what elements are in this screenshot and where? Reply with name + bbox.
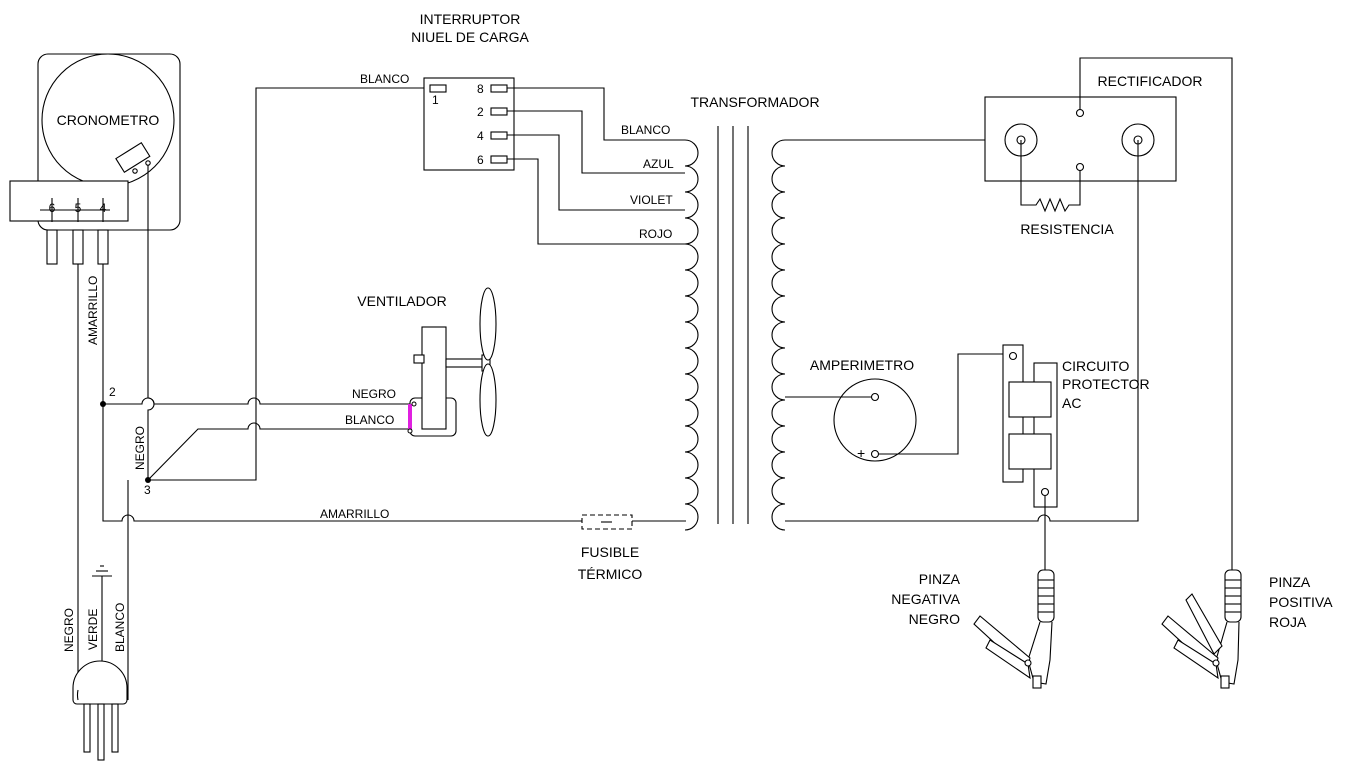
resistor-label: RESISTENCIA — [1020, 221, 1114, 237]
timer-pin-4 — [97, 229, 109, 265]
fan: VENTILADOR — [357, 287, 497, 437]
transformer: TRANSFORMADOR — [684, 94, 1020, 531]
positive-clamp: PINZA POSITIVA ROJA — [1161, 569, 1333, 689]
switch-title-line2: NIUEL DE CARGA — [411, 29, 529, 45]
timer-terminal-4: 4 — [100, 201, 107, 215]
switch-terminal-4: 4 — [477, 129, 484, 143]
rectifier: RECTIFICADOR RESISTENCIA — [785, 57, 1233, 570]
wire-label-blanco-switch: BLANCO — [360, 72, 409, 86]
wire-label-amarrillo-bottom: AMARRILLO — [320, 507, 389, 521]
switch-body — [423, 77, 515, 171]
timer: CRONOMETRO 6 5 4 — [9, 53, 181, 265]
wire-label-blanco-tap: BLANCO — [621, 123, 670, 137]
power-plug — [72, 660, 128, 761]
primary-coil — [684, 139, 699, 531]
pos-clamp-label-line2: POSITIVA — [1269, 594, 1333, 610]
transformer-label: TRANSFORMADOR — [690, 94, 819, 110]
fuse-label-line2: TÉRMICO — [578, 566, 643, 582]
junction-label-2: 2 — [109, 385, 116, 399]
switch-terminal-8: 8 — [477, 82, 484, 96]
wire-label-azul: AZUL — [643, 157, 674, 171]
neg-clamp-label-line1: PINZA — [919, 571, 961, 587]
protector-label-line3: AC — [1062, 395, 1081, 411]
junction-label-3: 3 — [144, 483, 151, 497]
junction-dot-3 — [145, 477, 151, 483]
ammeter: AMPERIMETRO + — [785, 353, 1012, 462]
wire-label-negro-vertical: NEGRO — [133, 426, 147, 470]
resistor — [1020, 140, 1081, 213]
protector-label-line1: CIRCUITO — [1062, 358, 1130, 374]
wire-label-rojo: ROJO — [639, 227, 672, 241]
timer-pin-6 — [46, 229, 58, 265]
neg-clamp-label-line3: NEGRO — [909, 611, 960, 627]
wire-label-violet: VIOLET — [630, 193, 673, 207]
protector-label-line2: PROTECTOR — [1062, 376, 1150, 392]
pos-clamp-label-line1: PINZA — [1269, 574, 1311, 590]
fan-label: VENTILADOR — [357, 293, 446, 309]
cord-label-verde: VERDE — [86, 609, 100, 650]
ac-protector: CIRCUITO PROTECTOR AC — [1002, 344, 1150, 570]
rectifier-label: RECTIFICADOR — [1098, 73, 1203, 89]
timer-label: CRONOMETRO — [57, 112, 160, 128]
tap-wiring: BLANCO AZUL VIOLET ROJO — [507, 87, 685, 245]
timer-terminal-block — [9, 180, 129, 222]
neg-clamp-label-line2: NEGATIVA — [891, 591, 960, 607]
thermal-fuse: FUSIBLE TÉRMICO — [578, 514, 686, 582]
cord-label-negro: NEGRO — [62, 608, 76, 652]
secondary-coil — [771, 139, 786, 531]
charge-level-switch: INTERRUPTOR NIUEL DE CARGA 1 8 2 4 6 — [411, 11, 530, 171]
negative-clamp: PINZA NEGATIVA NEGRO — [891, 569, 1055, 689]
wire-label-amarrillo-vertical: AMARRILLO — [86, 276, 100, 345]
ammeter-label: AMPERIMETRO — [810, 357, 914, 373]
junction-dot-2 — [100, 401, 106, 407]
timer-terminal-5: 5 — [75, 201, 82, 215]
switch-terminal-1: 1 — [432, 93, 439, 107]
pos-clamp-label-line3: ROJA — [1269, 614, 1307, 630]
fuse-label-line1: FUSIBLE — [581, 544, 639, 560]
switch-terminal-2: 2 — [477, 105, 484, 119]
timer-pin-5 — [72, 229, 84, 265]
switch-terminal-6: 6 — [477, 153, 484, 167]
timer-terminal-6: 6 — [49, 201, 56, 215]
left-wiring: 2 3 AMARRILLO NEGRO NEGRO VERDE BLANCO A… — [62, 72, 588, 700]
wire-label-blanco-fan: BLANCO — [345, 413, 394, 427]
timer-switch — [115, 141, 151, 173]
ammeter-plus: + — [857, 445, 865, 461]
wire-label-negro-fan: NEGRO — [352, 387, 396, 401]
switch-title-line1: INTERRUPTOR — [420, 11, 521, 27]
cord-label-blanco: BLANCO — [113, 603, 127, 652]
